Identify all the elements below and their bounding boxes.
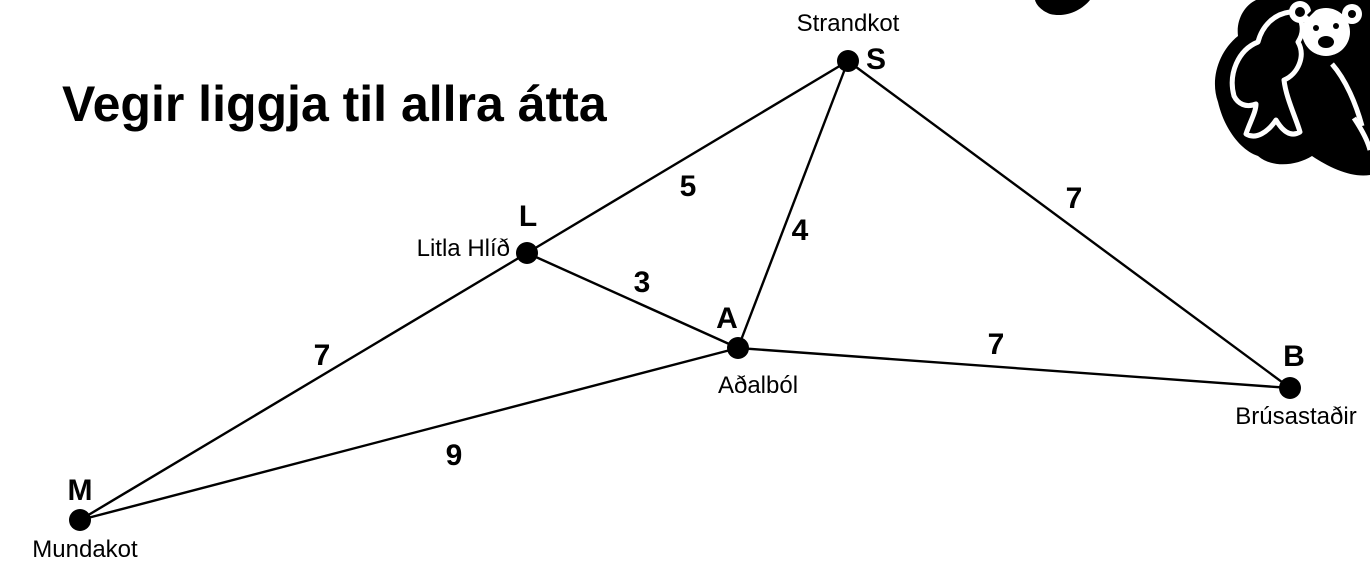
node-s [837, 50, 859, 72]
edge-weight-a-s: 4 [792, 214, 809, 247]
node-letter-b: B [1283, 340, 1305, 373]
node-m [69, 509, 91, 531]
edge-m-l [79, 251, 528, 522]
edge-weight-l-s: 5 [680, 170, 697, 203]
edges-layer: 5 4 7 3 7 7 9 [79, 59, 1291, 522]
node-a [727, 337, 749, 359]
edge-weight-s-b: 7 [1066, 182, 1083, 215]
edge-weight-a-b: 7 [988, 328, 1005, 361]
node-b [1279, 377, 1301, 399]
node-letter-s: S [866, 43, 886, 76]
edge-weight-m-a: 9 [446, 439, 463, 472]
node-l [516, 242, 538, 264]
node-name-s: Strandkot [797, 10, 900, 37]
edge-l-s [526, 59, 849, 255]
edge-m-a [79, 346, 739, 522]
node-name-m: Mundakot [32, 536, 138, 563]
node-name-a: Aðalból [718, 372, 798, 399]
node-name-b: Brúsastaðir [1235, 403, 1356, 430]
node-name-l: Litla Hlíð [417, 235, 510, 262]
edge-weight-l-a: 3 [634, 266, 651, 299]
node-letter-m: M [68, 474, 93, 507]
edge-a-s [736, 60, 850, 349]
edge-a-b [737, 346, 1291, 390]
node-letter-l: L [519, 200, 537, 233]
edge-s-b [847, 60, 1291, 389]
teddy-bear-icon [1035, 0, 1370, 176]
edge-weight-m-l: 7 [314, 339, 331, 372]
edge-l-a [526, 251, 739, 350]
diagram-title: Vegir liggja til allra átta [62, 76, 608, 132]
node-letter-a: A [716, 302, 738, 335]
